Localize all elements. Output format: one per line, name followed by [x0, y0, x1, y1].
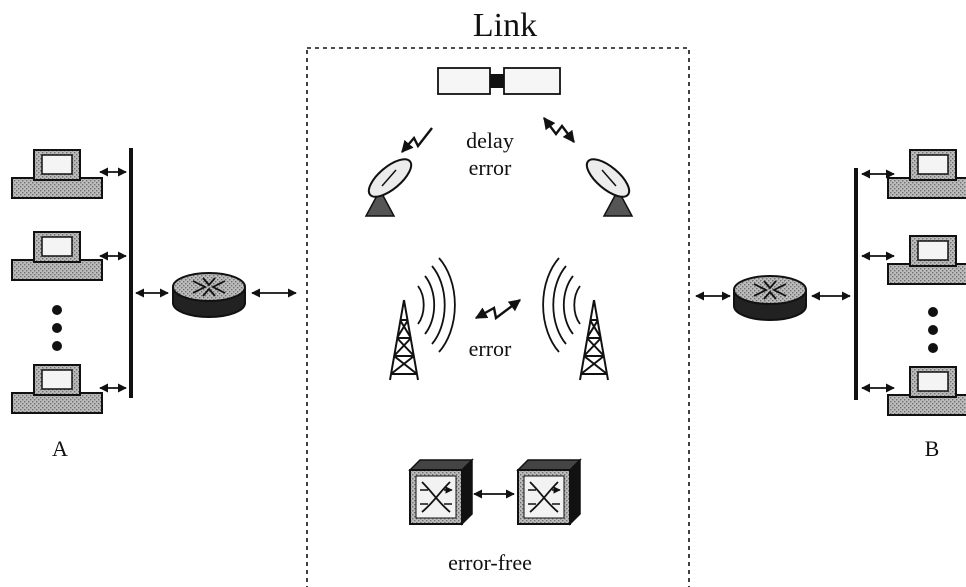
satellite-delay-label: delay	[466, 128, 514, 153]
computer-icon	[887, 366, 966, 416]
computer-icon	[11, 364, 103, 414]
router-icon	[172, 272, 246, 318]
wireless-link-icon	[401, 117, 575, 153]
radio-tower-icon	[579, 299, 609, 381]
satellite-dish-icon	[580, 151, 636, 217]
host-group-a	[11, 148, 133, 414]
radio-error-label: error	[468, 336, 512, 361]
link-title: Link	[472, 7, 538, 44]
wireless-link-icon	[474, 299, 521, 321]
computer-icon	[11, 231, 103, 281]
satellite-error-label: error	[468, 155, 512, 180]
switch-error-free-label: error-free	[448, 550, 532, 575]
computer-icon	[11, 149, 103, 199]
computer-icon	[887, 149, 966, 199]
host-group-b	[854, 149, 966, 416]
satellite-icon	[437, 67, 561, 95]
host-a-label: A	[52, 436, 68, 461]
switch-icon	[518, 460, 580, 524]
switch-icon	[410, 460, 472, 524]
computer-icon	[887, 235, 966, 285]
radio-waves-icon	[417, 257, 581, 353]
satellite-dish-icon	[362, 151, 418, 217]
ellipsis-dots	[928, 307, 938, 353]
ellipsis-dots	[52, 305, 62, 351]
host-b-label: B	[924, 436, 940, 461]
radio-tower-icon	[389, 299, 419, 381]
router-icon	[733, 275, 807, 321]
